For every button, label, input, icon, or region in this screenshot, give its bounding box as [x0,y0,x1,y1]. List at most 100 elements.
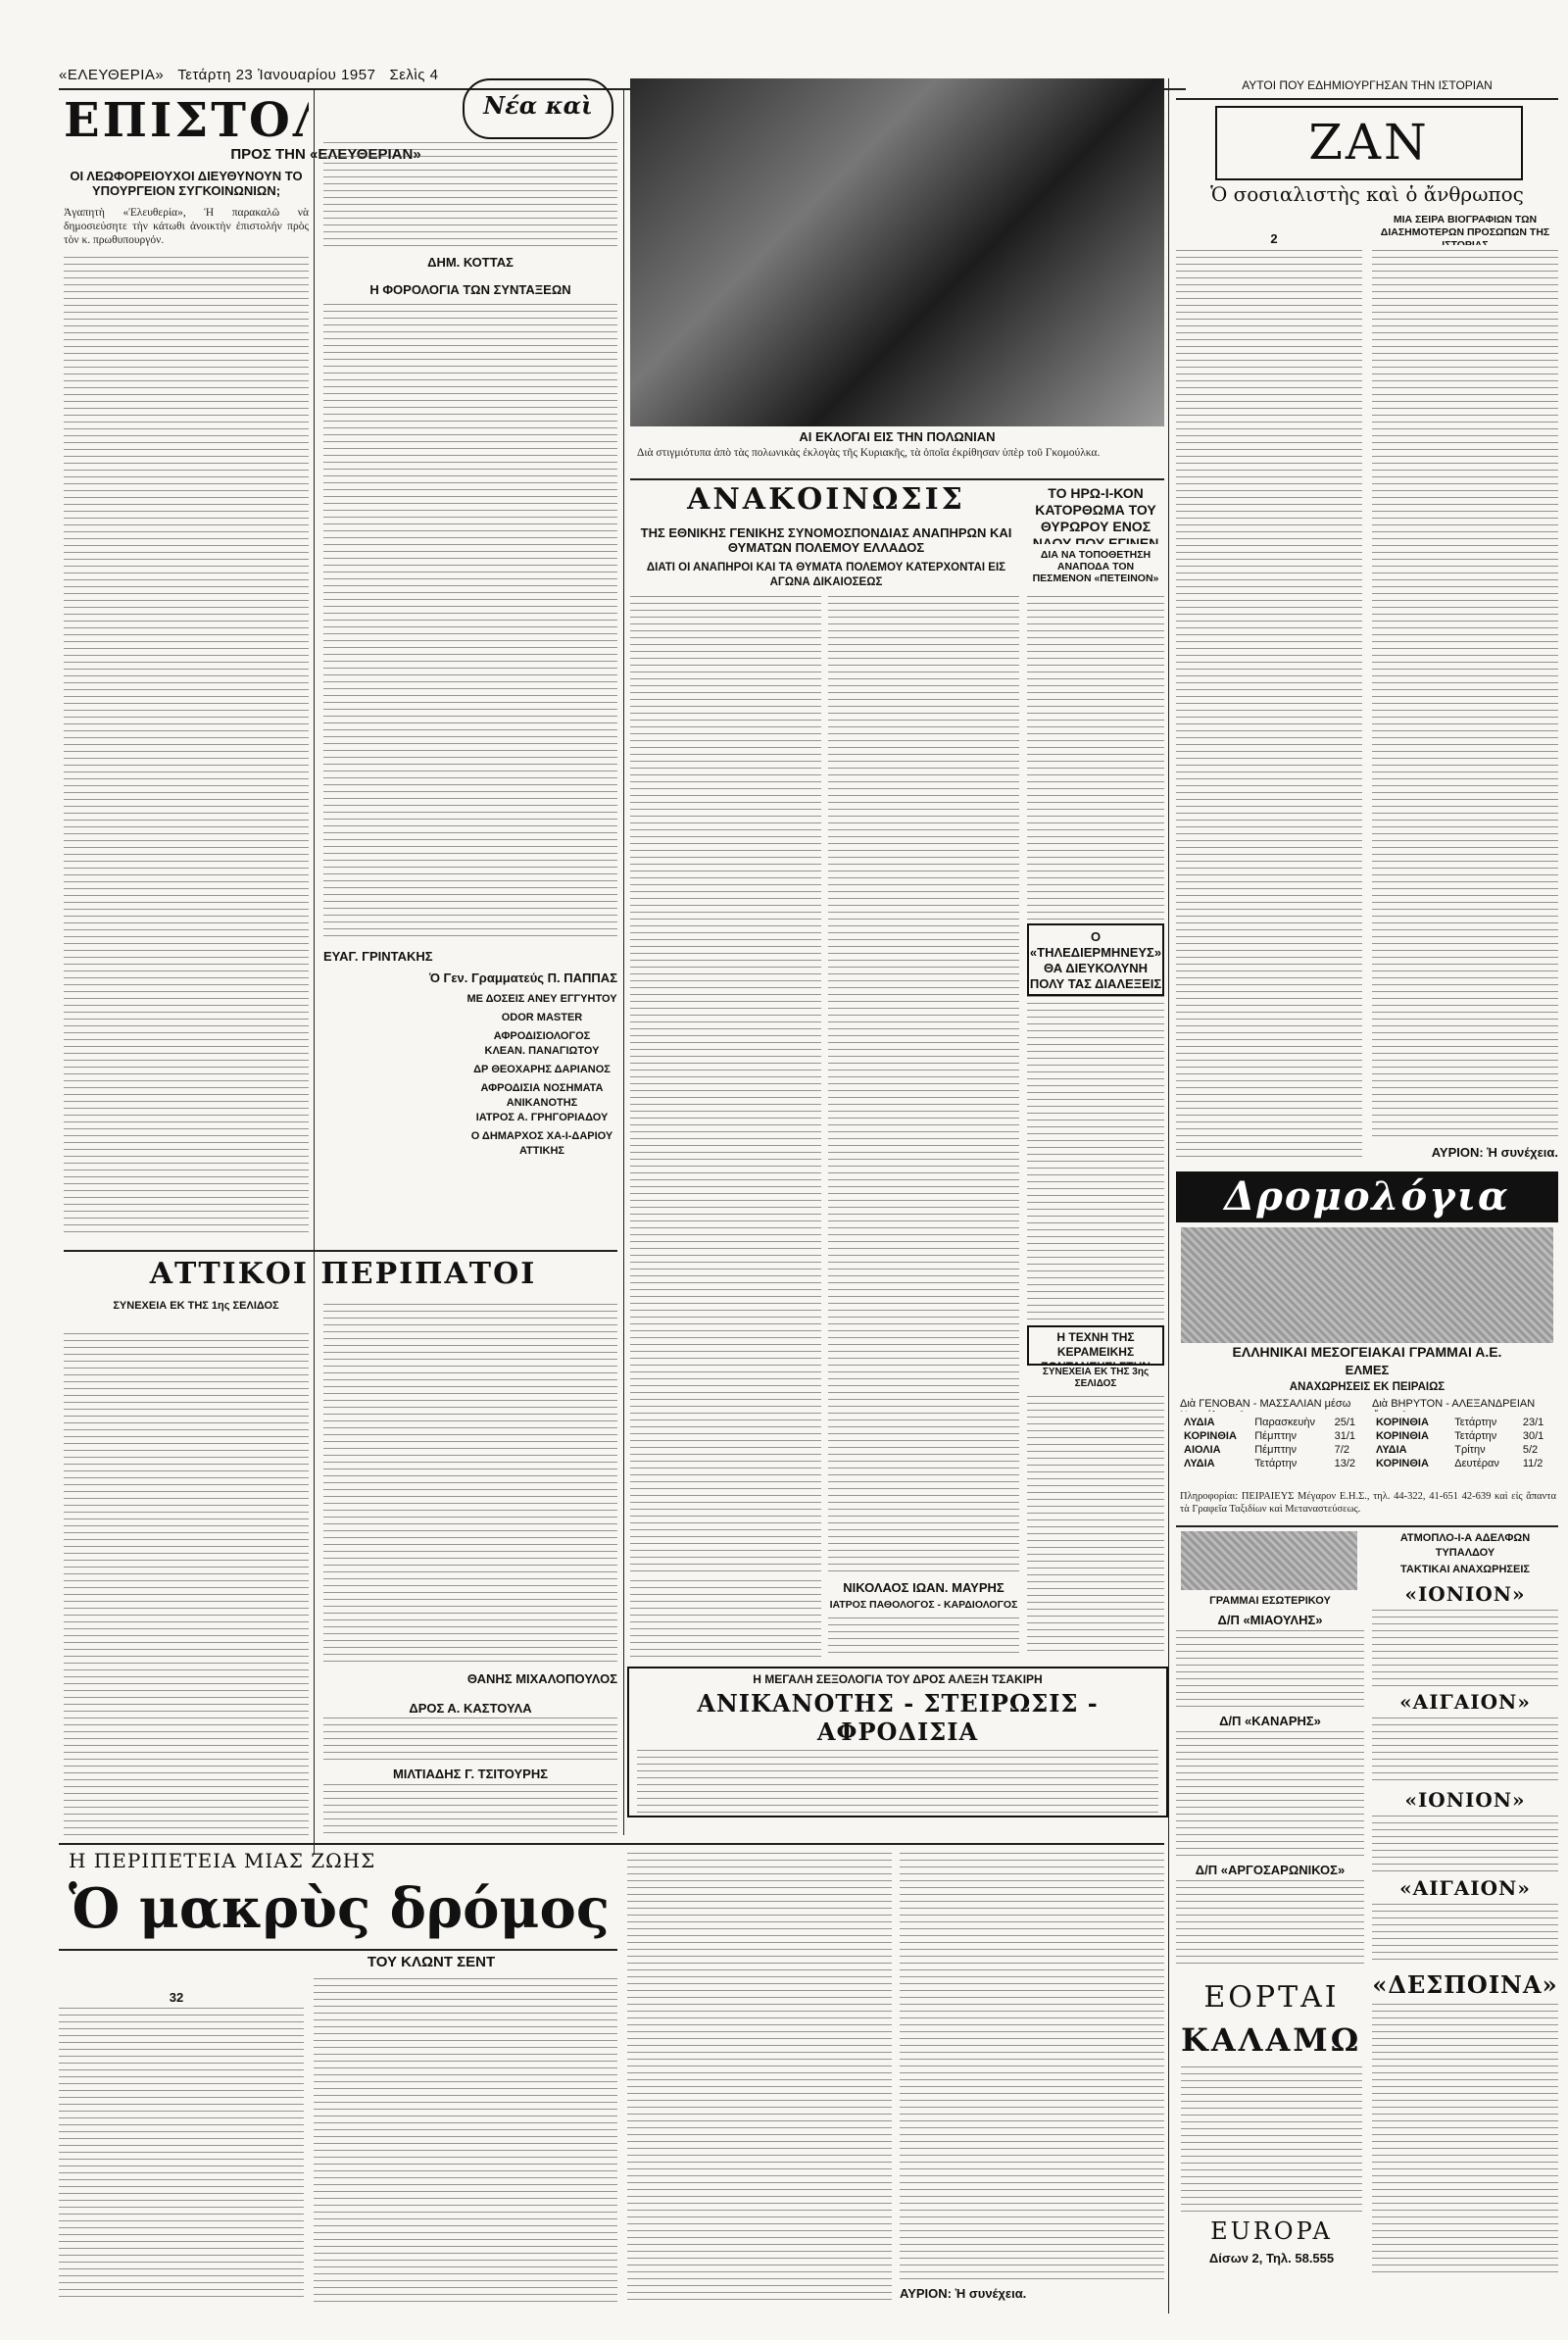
letter3-signature: Ὁ Γεν. Γραμματεύς Π. ΠΑΠΠΑΣ [429,971,617,985]
ad-dimarchos: Ο ΔΗΜΑΡΧΟΣ ΧΑ-Ι-ΔΑΡΙΟΥ ΑΤΤΙΚΗΣ [470,1130,613,1157]
makrys-body-col1 [59,2008,304,2302]
ad-aphro-name: ΚΛΕΑΝ. ΠΑΝΑΓΙΩΤΟΥ [484,1045,600,1057]
letter1-body [64,257,309,1237]
zores-subtitle: Ὁ σοσιαλιστὴς καὶ ὁ ἄνθρωπος [1210,182,1524,206]
ad-doctor1: ΔΡΟΣ Α. ΚΑΣΤΟΥΛΑ [409,1701,532,1716]
attikoi-signature: ΘΑΝΗΣ ΜΙΧΑΛΟΠΟΥΛΟΣ [466,1671,617,1686]
zores-title-box: ΖΑΝ ΖΩΡΕΣ [1215,106,1523,180]
tympanos-text4 [1372,1904,1558,1963]
letter1-heading: ΟΙ ΛΕΩΦΟΡΕΙΟΥΧΟΙ ΔΙΕΥΘΥΝΟΥΝ ΤΟ ΥΠΟΥΡΓΕΙΟ… [70,169,303,198]
ship-name: ΚΟΡΙΝΘΙΑ [1376,1430,1429,1442]
attikoi-title: ΑΤΤΙΚΟΙ ΠΕΡΙΠΑΤΟΙ [149,1257,537,1291]
nea-perierga-title: Νέα καὶ περίεργα [483,91,593,120]
big-ad-title: ΑΝΙΚΑΝΟΤΗΣ - ΣΤΕΙΡΩΣΙΣ - ΑΦΡΟΔΙΣΙΑ [697,1689,1099,1746]
makrys-kicker: Η ΠΕΡΙΠΕΤΕΙΑ ΜΙΑΣ ΖΩΗΣ [69,1849,376,1872]
ship-day: Δευτέραν [1454,1458,1499,1469]
anakoinoseis-cont [630,1580,821,1659]
ad-stack: ΜΕ ΔΟΣΕΙΣ ΑΝΕΥ ΕΓΓΥΗΤΟΥ ODOR MASTER ΑΦΡΟ… [466,992,617,1243]
heroon-title: ΤΟ ΗΡΩ-Ι-ΚΟΝ ΚΑΤΟΡΘΩΜΑ ΤΟΥ ΘΥΡΩΡΟΥ ΕΝΟΣ … [1032,485,1159,544]
dromologia-route-left: Διὰ ΓΕΝΟΒΑΝ - ΜΑΣΣΑΛΙΑΝ μέσω Νεαπόλεως 8… [1180,1398,1351,1412]
tympanos-ship2: «ΑΙΓΑΙΟΝ» [1399,1690,1531,1714]
ship-name: ΚΟΡΙΝΘΙΑ [1376,1417,1429,1428]
letter1-lead: Ἀγαπητὴ «Ἐλευθερία», Ἡ παρακαλῶ νὰ δημοσ… [64,207,309,246]
ship-day: Παρασκευὴν [1254,1417,1315,1428]
tympanos-ship3: «ΙΟΝΙΟΝ» [1404,1788,1526,1812]
zores-number: 2 [1270,231,1278,246]
makrys-number: 32 [169,1990,184,2005]
keramiki-body [1027,1396,1164,1651]
column-rule [623,90,624,1835]
kalamon-title1: ΕΟΡΤΑΙ [1203,1980,1340,2015]
zores-kicker: ΜΙΑ ΣΕΙΡΑ ΒΙΟΓΡΑΦΙΩΝ ΤΩΝ ΔΙΑΣΗΜΟΤΕΡΩΝ ΠΡ… [1380,214,1550,245]
table-row: ΑΙΟΛΙΑ Πέμπτην 7/2 [1180,1443,1364,1457]
column-rule [1168,78,1169,2314]
zores-body-col1 [1176,250,1362,1162]
anakoinoseis-sub2: ΔΙΑΤΙ ΟΙ ΑΝΑΠΗΡΟΙ ΚΑΙ ΤΑ ΘΥΜΑΤΑ ΠΟΛΕΜΟΥ … [646,562,1006,588]
zores-body-col2 [1372,250,1558,1142]
ship-name: ΚΟΡΙΝΘΙΑ [1376,1458,1429,1469]
big-ad-box: Η ΜΕΓΑΛΗ ΣΕΞΟΛΟΓΙΑ ΤΟΥ ΔΡΟΣ ΑΛΕΞΗ ΤΣΑΚΙΡ… [627,1667,1168,1817]
tympanos-ship4: «ΑΙΓΑΙΟΝ» [1399,1876,1531,1900]
anakoinoseis-body-col2 [828,596,1019,1576]
ad-doctor2-text [323,1784,617,1833]
miaoulis-text2 [1176,1731,1364,1859]
ship-name: ΚΟΡΙΝΘΙΑ [1184,1430,1237,1442]
ship-day: Τετάρτην [1254,1458,1298,1469]
ship-date: 30/1 [1522,1430,1544,1442]
tympanos-title: ΑΤΜΟΠΛΟ-Ι-Α ΑΔΕΛΦΩΝ ΤΥΠΑΛΔΟΥ [1399,1532,1531,1559]
letter2-body [323,304,617,941]
kalamon-agency: EUROPA [1210,2217,1333,2245]
ad-mavris-role: ΙΑΤΡΟΣ ΠΑΘΟΛΟΓΟΣ - ΚΑΡΔΙΟΛΟΓΟΣ [829,1599,1018,1611]
ad-aphro: ΑΦΡΟΔΙΣΙΟΛΟΓΟΣ [493,1030,591,1042]
miaoulis-text1 [1176,1630,1364,1709]
ad-grigoriadis: ΙΑΤΡΟΣ Α. ΓΡΗΓΟΡΙΑΔΟΥ [475,1112,609,1123]
table-row: ΚΟΡΙΝΘΙΑ Πέμπτην 31/1 [1180,1429,1364,1443]
miaoulis-header: ΓΡΑΜΜΑΙ ΕΣΩΤΕΡΙΚΟΥ [1209,1595,1331,1607]
ship-date: 7/2 [1334,1444,1349,1456]
poland-caption: Διὰ στιγμιότυπα ἀπὸ τὰς πολωνικὰς ἐκλογὰ… [637,447,1101,459]
attikoi-rule [64,1250,617,1252]
masthead: «ΕΛΕΥΘΕΡΙΑ» Τετάρτη 23 Ἰανουαρίου 1957 Σ… [59,67,480,86]
dromologia-title: Δρομολόγια [1224,1173,1510,1220]
ship-day: Πέμπτην [1254,1444,1297,1456]
attikoi-kicker: ΣΥΝΕΧΕΙΑ ΕΚ ΤΗΣ 1ης ΣΕΛΙΔΟΣ [113,1300,279,1312]
ship-day: Τρίτην [1454,1444,1486,1456]
dromologia-banner: Δρομολόγια [1176,1171,1558,1222]
big-ad-text [637,1750,1158,1816]
ship-date: 23/1 [1522,1417,1544,1428]
ad-odor: ODOR MASTER [501,1012,583,1023]
ad-doctor2: ΜΙΛΤΙΑΔΗΣ Γ. ΤΣΙΤΟΥΡΗΣ [392,1767,549,1781]
poland-caption-title: ΑΙ ΕΚΛΟΓΑΙ ΕΙΣ ΤΗΝ ΠΟΛΩΝΙΑΝ [799,429,996,444]
heroon-body [1027,596,1164,920]
tympanos-text5 [1372,2004,1558,2278]
kalamon-text [1181,2066,1362,2214]
tympanos-text1 [1372,1610,1558,1688]
ship-day: Τετάρτην [1454,1417,1497,1428]
tympanos-sub: ΤΑΚΤΙΚΑΙ ΑΝΑΧΩΡΗΣΕΙΣ [1399,1564,1531,1575]
ship-date: 5/2 [1522,1444,1539,1456]
letter2-signature: ΕΥΑΓ. ΓΡΙΝΤΑΚΗΣ [323,949,433,964]
nea-perierga-logo: Νέα καὶ περίεργα [463,78,613,139]
ad-mavris-text [828,1618,1019,1657]
ship-date: 31/1 [1334,1430,1356,1442]
ship-logo [1181,1531,1357,1590]
tilediermineus-title: Ο «ΤΗΛΕΔΙΕΡΜΗΝΕΥΣ» ΘΑ ΔΙΕΥΚΟΛΥΝΗ ΠΟΛΥ ΤΑ… [1027,923,1164,996]
makrys-title: Ὁ μακρὺς δρόμος [69,1876,610,1941]
dromologia-route-right: Διὰ ΒΗΡΥΤΟΝ - ΑΛΕΞΑΝΔΡΕΙΑΝ ὥραν 2 μ.μ. [1372,1398,1536,1412]
zores-continued: ΑΥΡΙΟΝ: Ἡ συνέχεια. [1431,1145,1558,1160]
makrys-rule [59,1843,1164,1845]
ad-grigoriadis-kicker: ΑΦΡΟΔΙΣΙΑ ΝΟΣΗΜΑΤΑ ΑΝΙΚΑΝΟΤΗΣ [480,1082,604,1109]
tympanos-ship5: «ΔΕΣΠΟΙΝΑ» [1372,1970,1558,1999]
ship-name: ΑΙΟΛΙΑ [1184,1444,1221,1456]
anakoinoseis-title: ΑΝΑΚΟΙΝΩΣΙΣ [687,482,965,517]
ship-day: Πέμπτην [1254,1430,1297,1442]
dromologia-rule [1176,1525,1558,1527]
